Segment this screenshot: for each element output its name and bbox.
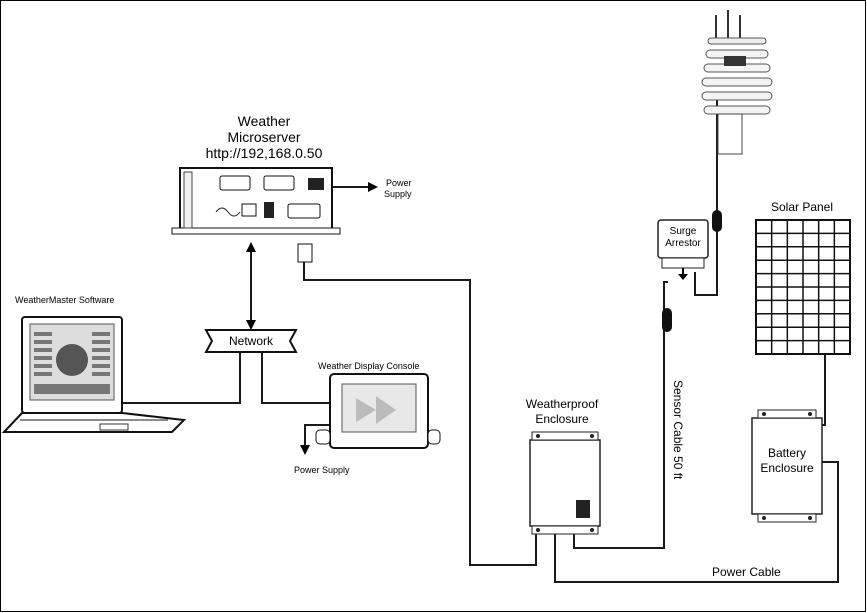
sensor-connector <box>712 210 722 232</box>
power-cable-label: Power Cable <box>712 565 781 579</box>
console-power-line <box>304 424 330 446</box>
sensor-cable-line <box>573 281 668 549</box>
microserver-title-2: Microserver <box>227 129 300 145</box>
surge-label-1: Surge <box>670 226 697 237</box>
surge-label-2: Arrestor <box>665 238 701 249</box>
surge-arrestor: Surge Arrestor <box>657 219 709 280</box>
serial-cable <box>303 262 537 566</box>
cable-connectors <box>662 210 722 332</box>
console-label: Weather Display Console <box>318 361 419 371</box>
network-node: Network <box>204 329 298 353</box>
enclosure-logo-icon <box>576 500 590 518</box>
solar-panel: Solar Panel <box>755 200 851 355</box>
software-label: WeatherMaster Software <box>15 295 114 305</box>
enclosure-label-1: Weatherproof <box>526 397 599 411</box>
console-power-label: Power Supply <box>294 465 350 475</box>
arrow-up-head <box>246 242 256 252</box>
network-to-laptop-cable <box>123 352 241 404</box>
sensor-cable-label: Sensor Cable 50 ft <box>671 380 685 480</box>
weather-sensor-icon <box>701 10 773 155</box>
network-to-console-cable <box>261 352 330 404</box>
surge-to-sensor-cable <box>694 100 718 296</box>
microserver-url: http://192,168.0.50 <box>206 145 323 161</box>
laptop-icon: WeatherMaster Software <box>1 295 187 433</box>
battery-label-1: Battery <box>768 446 806 460</box>
microserver-power-label-1: Power <box>386 178 412 188</box>
enclosure-label-2: Enclosure <box>535 412 589 426</box>
battery-label-2: Enclosure <box>760 461 814 475</box>
battery-enclosure: Battery Enclosure <box>751 409 823 523</box>
arrow-down-head <box>246 320 256 330</box>
weather-microserver: Weather Microserver http://192,168.0.50 … <box>171 113 412 263</box>
network-label: Network <box>229 334 274 348</box>
solar-panel-label: Solar Panel <box>771 200 833 214</box>
weatherproof-enclosure: Weatherproof Enclosure <box>526 397 601 535</box>
microserver-title-1: Weather <box>238 113 291 129</box>
microserver-power-label-2: Supply <box>384 189 412 199</box>
power-cable-line <box>554 461 839 583</box>
sensor-cable-connector <box>662 308 672 332</box>
weather-display-console: Weather Display Console Power Supply <box>294 361 441 475</box>
power-arrow-head <box>368 182 378 192</box>
console-power-arrow-head <box>300 445 310 455</box>
